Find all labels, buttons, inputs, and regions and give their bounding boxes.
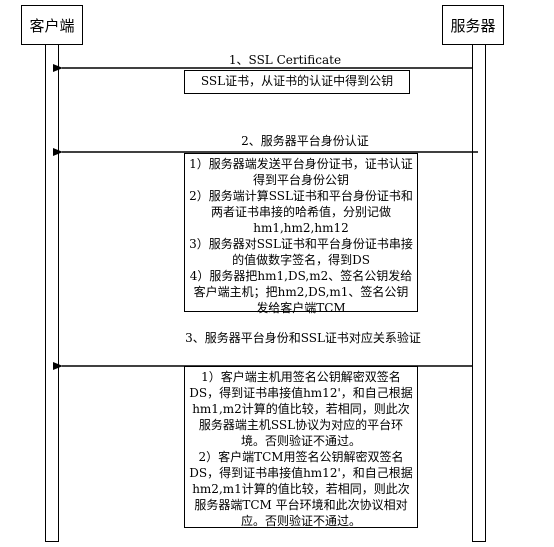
server-actor-box: 服务器 (442, 5, 504, 45)
client-actor-label: 客户端 (29, 16, 75, 35)
message-1-label: 1、SSL Certificate (228, 53, 342, 67)
message-2-note-4: 4）服务器把hm1,DS,m2、签名公钥发给客户端主机；把hm2,DS,m1、签… (189, 269, 413, 315)
client-lifeline (45, 45, 59, 542)
message-3-note: 1）客户端主机用签名公钥解密双签名DS，得到证书串接值hm12'，和自己根据hm… (184, 366, 418, 528)
message-3-note-1: 1）客户端主机用签名公钥解密双签名DS，得到证书串接值hm12'，和自己根据hm… (189, 370, 413, 448)
message-2-note-3: 3）服务器对SSL证书和平台身份证书串接的值做数字签名，得到DS (189, 237, 413, 267)
server-actor-label: 服务器 (450, 16, 496, 35)
client-actor-box: 客户端 (21, 5, 83, 45)
message-3-note-2: 2）客户端TCM用签名公钥解密双签名DS，得到证书串接值hm12'，和自己根据h… (189, 450, 413, 528)
message-3-label: 3、服务器平台身份和SSL证书对应关系验证 (185, 331, 421, 345)
message-2-label: 2、服务器平台身份认证 (241, 134, 369, 148)
message-2-note: 1）服务器端发送平台身份证书，证书认证得到平台身份公钥 2）服务端计算SSL证书… (184, 153, 418, 315)
message-2-note-2: 2）服务端计算SSL证书和平台身份证书和两者证书串接的哈希值，分别记做hm1,h… (189, 189, 413, 235)
server-lifeline (472, 45, 486, 542)
message-1-note: SSL证书，从证书的认证中得到公钥 (184, 70, 410, 94)
message-2-note-1: 1）服务器端发送平台身份证书，证书认证得到平台身份公钥 (189, 157, 413, 187)
message-1-note-text: SSL证书，从证书的认证中得到公钥 (200, 74, 394, 88)
